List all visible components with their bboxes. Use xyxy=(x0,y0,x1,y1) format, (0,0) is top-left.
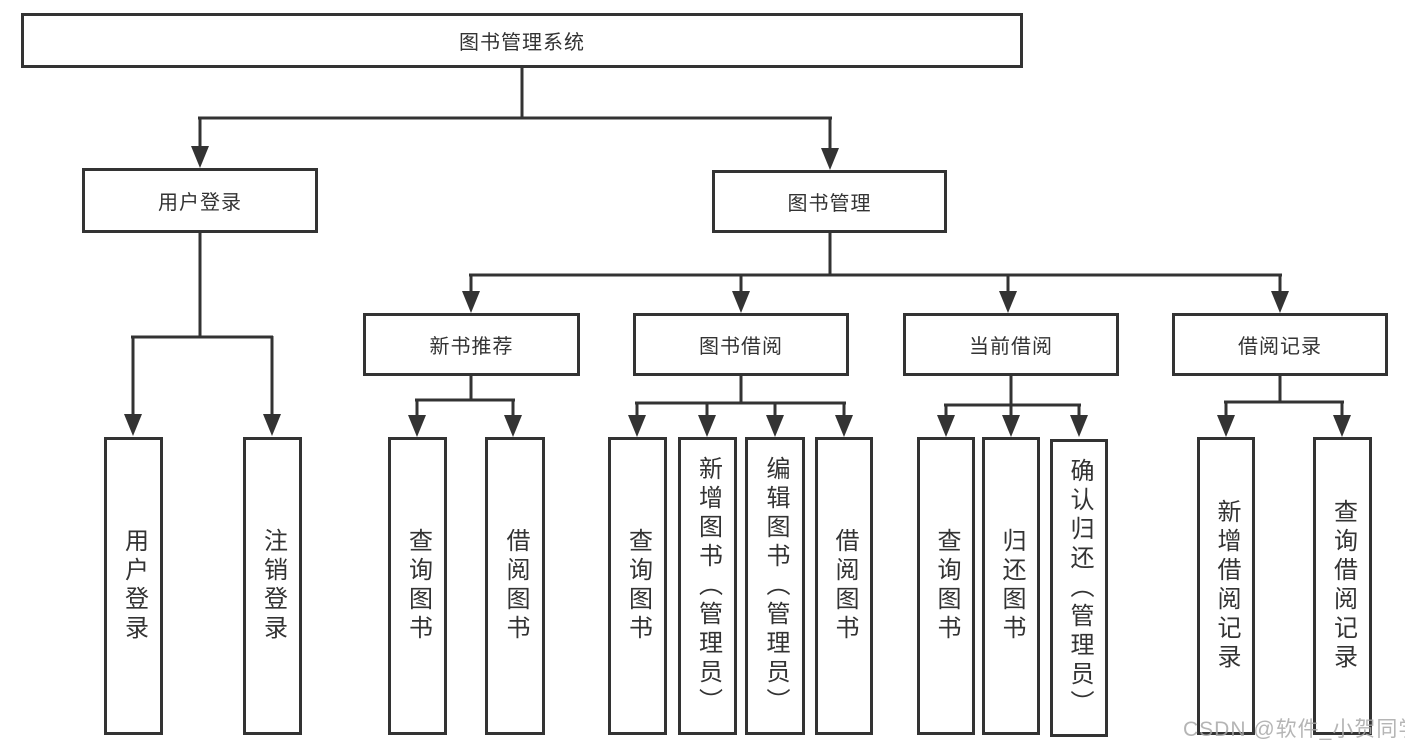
leaf-user-login: 用户登录 xyxy=(104,437,163,735)
node-library-system: 图书管理系统 xyxy=(21,13,1023,68)
node-label: 编辑图书（管理员） xyxy=(762,455,789,717)
node-current-borrowing: 当前借阅 xyxy=(903,313,1119,376)
arrow-icon xyxy=(999,291,1017,313)
node-label: 用户登录 xyxy=(158,192,242,214)
leaf-query-book-current: 查询图书 xyxy=(917,437,975,735)
arrow-icon xyxy=(191,146,209,168)
arrow-icon xyxy=(1271,291,1289,313)
node-label: 新增借阅记录 xyxy=(1213,499,1240,673)
node-label: 查询借阅记录 xyxy=(1329,499,1357,673)
node-label: 查询图书 xyxy=(624,528,652,644)
node-label: 当前借阅 xyxy=(969,336,1053,358)
node-label: 新增图书（管理员） xyxy=(694,455,722,717)
node-label: 新书推荐 xyxy=(429,336,514,358)
node-label: 图书管理系统 xyxy=(459,32,585,54)
arrow-icon xyxy=(937,415,955,437)
node-label: 用户登录 xyxy=(120,528,148,644)
node-label: 确认归还（管理员） xyxy=(1066,457,1093,719)
node-label: 图书借阅 xyxy=(699,336,783,358)
leaf-query-book-borrowing: 查询图书 xyxy=(608,437,667,735)
arrow-icon xyxy=(628,415,646,437)
arrow-icon xyxy=(698,415,716,437)
node-user-login: 用户登录 xyxy=(82,168,318,233)
arrow-icon xyxy=(1070,415,1088,437)
node-book-borrowing: 图书借阅 xyxy=(633,313,849,376)
leaf-borrow-book-recommend: 借阅图书 xyxy=(485,437,545,735)
arrow-icon xyxy=(462,291,480,313)
leaf-edit-book-admin: 编辑图书（管理员） xyxy=(745,437,805,735)
arrow-icon xyxy=(732,291,750,313)
arrow-icon xyxy=(408,415,426,437)
arrow-icon xyxy=(263,414,281,436)
arrow-icon xyxy=(1217,415,1235,437)
arrowheads xyxy=(124,146,1351,437)
arrow-icon xyxy=(1333,415,1351,437)
node-label: 归还图书 xyxy=(998,528,1025,644)
leaf-query-borrow-record: 查询借阅记录 xyxy=(1313,437,1372,735)
node-label: 借阅图书 xyxy=(502,528,529,644)
arrow-icon xyxy=(1002,415,1020,437)
arrow-icon xyxy=(821,148,839,170)
node-label: 图书管理 xyxy=(787,193,872,215)
node-label: 借阅图书 xyxy=(831,528,858,644)
arrow-icon xyxy=(504,415,522,437)
leaf-return-book: 归还图书 xyxy=(982,437,1040,735)
leaf-confirm-return-admin: 确认归还（管理员） xyxy=(1050,439,1108,737)
node-book-management: 图书管理 xyxy=(712,170,947,233)
arrow-icon xyxy=(766,415,784,437)
node-borrowing-records: 借阅记录 xyxy=(1172,313,1388,376)
arrow-icon xyxy=(124,414,142,436)
node-label: 查询图书 xyxy=(404,528,432,644)
node-new-book-recommend: 新书推荐 xyxy=(363,313,580,376)
csdn-watermark: CSDN @软件_小贺同学 xyxy=(1183,718,1405,741)
node-label: 注销登录 xyxy=(259,528,287,644)
node-label: 查询图书 xyxy=(933,528,960,644)
leaf-query-book-recommend: 查询图书 xyxy=(388,437,447,735)
leaf-borrow-book: 借阅图书 xyxy=(815,437,873,735)
leaf-add-borrow-record: 新增借阅记录 xyxy=(1197,437,1255,735)
leaf-add-book-admin: 新增图书（管理员） xyxy=(678,437,737,735)
node-label: 借阅记录 xyxy=(1238,336,1322,358)
arrow-icon xyxy=(835,415,853,437)
leaf-logout: 注销登录 xyxy=(243,437,302,735)
